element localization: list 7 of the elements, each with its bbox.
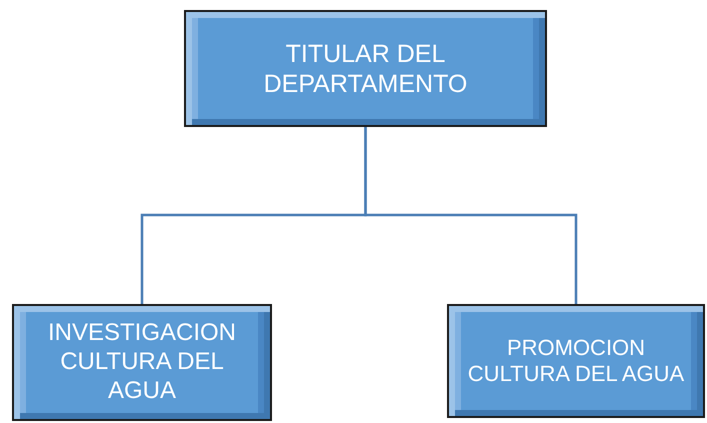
org-box <box>447 304 705 418</box>
box-title: PROMOCION CULTURA DEL AGUA <box>466 334 686 388</box>
org-box <box>184 10 547 127</box>
org-box <box>12 304 272 421</box>
box-title: INVESTIGACION CULTURA DEL AGUA <box>46 319 238 406</box>
connector-line <box>364 127 578 304</box>
box-title: TITULAR DEL DEPARTAMENTO <box>262 38 468 98</box>
